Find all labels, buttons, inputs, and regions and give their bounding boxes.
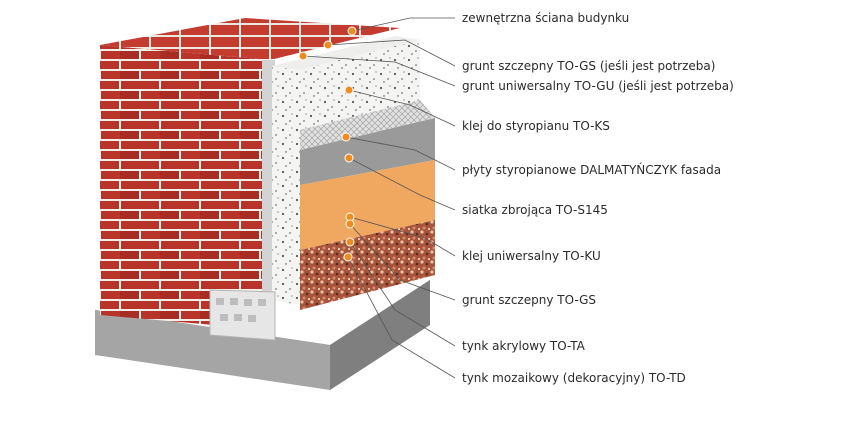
- styrofoam-front: [272, 66, 300, 305]
- label-mosaic-plaster: tynk mozaikowy (dekoracyjny) TO-TD: [462, 371, 686, 385]
- leader-lines: [302, 17, 456, 379]
- adhesive-layer: [262, 60, 275, 305]
- brick-wall-top: [100, 18, 400, 60]
- styrofoam-top: [272, 36, 420, 70]
- foundation-side: [330, 280, 430, 390]
- brick-wall-front: [100, 45, 270, 330]
- label-acrylic-plaster: tynk akrylowy TO-TA: [462, 339, 585, 353]
- label-bonding-primer: grunt szczepny TO-GS: [462, 293, 597, 307]
- label-styrofoam-boards: płyty styropianowe DALMATYŃCZYK fasada: [462, 163, 722, 177]
- label-exterior-wall: zewnętrzna ściana budynku: [462, 11, 630, 25]
- starter-strip: [209, 289, 276, 341]
- label-reinforcing-mesh: siatka zbrojąca TO-S145: [462, 203, 608, 217]
- label-styrofoam-adhesive: klej do styropianu TO-KS: [462, 119, 610, 133]
- mosaic-plaster-layer: [300, 220, 435, 310]
- foundation-front: [95, 310, 330, 390]
- label-universal-primer-optional: grunt uniwersalny TO-GU (jeśli jest potr…: [462, 79, 734, 93]
- universal-adhesive-layer: [300, 118, 435, 185]
- label-universal-adhesive: klej uniwersalny TO-KU: [462, 249, 601, 263]
- mesh-layer: [300, 100, 435, 150]
- label-bonding-primer-optional: grunt szczepny TO-GS (jeśli jest potrzeb…: [462, 59, 716, 73]
- layer-markers: [298, 26, 357, 262]
